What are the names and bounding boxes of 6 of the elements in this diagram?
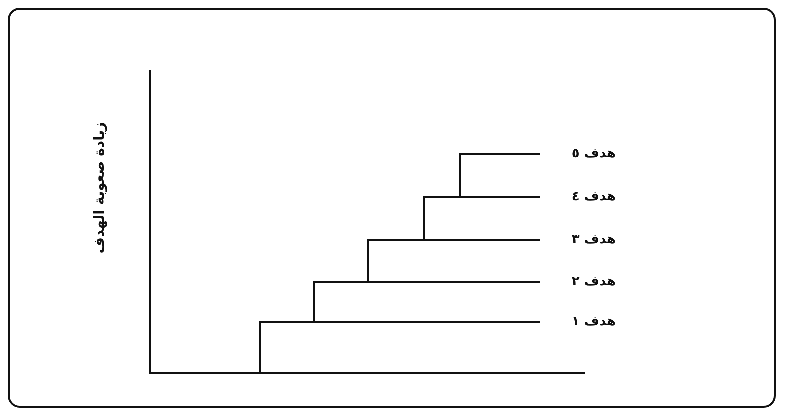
step-label: هدف ٥ [570,146,616,162]
step-label: هدف ٢ [570,274,616,290]
step-label: هدف ٤ [570,190,616,204]
step-label: هدف ١ [570,314,616,330]
step-label: هدف ٣ [570,232,616,248]
axis-label: زيادة صعوبة الهدف [92,122,108,254]
